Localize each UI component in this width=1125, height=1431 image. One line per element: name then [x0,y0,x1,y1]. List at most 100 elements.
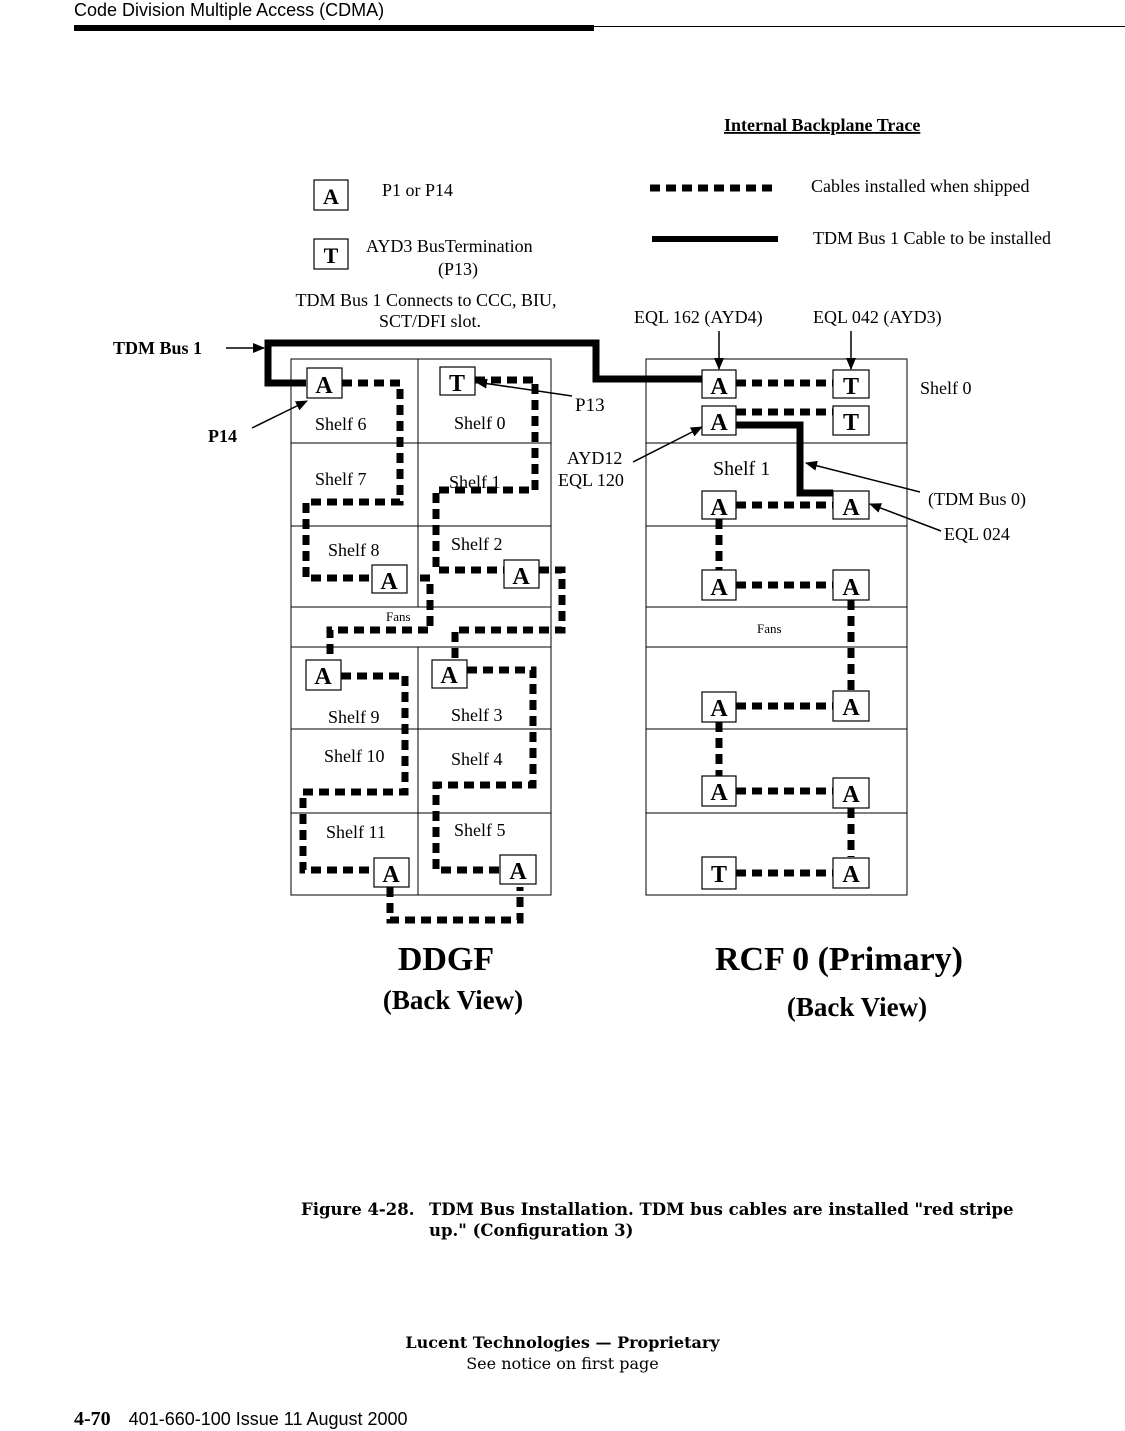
marker-a-box [701,369,737,399]
ddgf-subtitle: (Back View) [383,985,523,1015]
footer-notice: See notice on first page [466,1354,659,1373]
ayd12-label: AYD12 [567,448,622,468]
legend-solid-label: TDM Bus 1 Cable to be installed [813,228,1051,248]
marker-a: A [710,780,728,806]
legend-heading: Internal Backplane Trace [724,115,920,135]
rcf-shelf-1: Shelf 1 [713,458,770,480]
marker-a-box [832,690,870,722]
tdm-bus-0-label: (TDM Bus 0) [928,489,1026,510]
marker-a-box [701,691,737,723]
legend-t-label-1: AYD3 BusTermination [366,236,533,256]
legend-a-label: P1 or P14 [382,180,453,200]
marker-t-box [439,366,476,396]
legend-a-box [313,179,349,211]
ddgf-shelf-10: Shelf 10 [324,746,385,766]
ddgf-title: DDGF [398,941,494,978]
marker-a: A [842,575,860,601]
ddgf-shelf-5: Shelf 5 [454,820,506,840]
eql120-label: EQL 120 [558,470,624,490]
page-number: 4-70 [74,1408,111,1430]
p13-label: P13 [575,395,605,416]
marker-a-box [832,569,870,601]
marker-a: A [314,664,332,690]
marker-a: A [842,695,860,721]
marker-a-box [373,857,410,888]
ddgf-shelf-3: Shelf 3 [451,705,503,725]
ddgf-fans: Fans [386,609,411,624]
p13-arrow [475,378,573,397]
marker-a: A [509,859,527,885]
marker-t: T [843,374,859,400]
figure-caption-text: TDM Bus Installation. TDM bus cables are… [429,1200,1014,1240]
marker-a-box [701,775,737,807]
marker-a: A [380,569,398,595]
rcf-fans: Fans [757,621,782,636]
marker-t: T [843,410,859,436]
marker-a: A [440,663,458,689]
marker-t: T [449,371,465,397]
figure-number: Figure 4-28. [301,1200,415,1219]
marker-a: A [842,862,860,888]
tdm-bus-0-arrow [805,460,921,493]
ddgf-shelf-6: Shelf 6 [315,414,367,434]
legend-t-label-2: (P13) [438,259,478,280]
legend-t-box [313,238,349,270]
doc-id: 401-660-100 Issue 11 August 2000 [128,1409,408,1429]
marker-a-box [306,367,343,399]
eql024-label: EQL 024 [944,524,1010,544]
marker-a: A [710,495,728,521]
figure-caption: Figure 4-28. TDM Bus Installation. TDM bu… [301,1199,1061,1241]
marker-a: A [842,495,860,521]
marker-a: A [710,374,728,400]
marker-a-box [832,857,870,889]
marker-t-box [701,856,737,890]
marker-a: A [315,373,333,399]
rcf-subtitle: (Back View) [787,992,927,1022]
p14-arrow [251,400,308,429]
tdm-bus-1-label: TDM Bus 1 [113,338,202,358]
ddgf-shelf-2: Shelf 2 [451,534,503,554]
marker-a-box [371,564,408,594]
rcf-frame [645,358,908,896]
marker-a: A [710,410,728,436]
marker-a-box [701,490,737,520]
rcf-markers: A T A T A A A A A A A A T A [701,369,870,890]
rcf-title: RCF 0 (Primary) [715,941,963,978]
marker-a: A [710,696,728,722]
marker-a-box [701,405,737,436]
shipped-cable-traces [299,376,855,924]
marker-a-box [499,854,537,885]
legend-dotted-label: Cables installed when shipped [811,176,1029,196]
ddgf-shelf-9: Shelf 9 [328,707,380,727]
ddgf-shelf-11: Shelf 11 [326,822,386,842]
marker-a-box [832,490,870,520]
marker-t: T [711,862,727,888]
marker-a: A [512,564,530,590]
p14-label: P14 [208,426,237,446]
footer-proprietary: Lucent Technologies — Proprietary [405,1333,720,1352]
connects-note-2: SCT/DFI slot. [379,311,481,331]
marker-t-box [832,405,870,436]
marker-a: A [382,862,400,888]
running-header: Code Division Multiple Access (CDMA) [74,0,385,20]
ayd12-arrow [632,426,703,463]
marker-a: A [842,782,860,808]
ddgf-shelf-7: Shelf 7 [315,469,367,489]
header-rule-thin [594,26,1125,27]
tdm-bus-1-cable [264,339,833,497]
marker-a-box [305,659,342,691]
marker-a-box [701,569,737,601]
marker-t-box [832,369,870,399]
ddgf-frame [290,358,552,896]
marker-a-box [503,559,540,589]
eql024-arrow [869,503,942,532]
eql042-label: EQL 042 (AYD3) [813,307,942,328]
rcf-shelf0-label: Shelf 0 [920,378,972,398]
ddgf-shelf-0: Shelf 0 [454,413,506,433]
ddgf-shelf-4: Shelf 4 [451,749,503,769]
page-footer: 4-70 401-660-100 Issue 11 August 2000 [74,1408,408,1431]
marker-a-box [431,659,468,689]
header-rule-thick [74,25,594,31]
eql162-label: EQL 162 (AYD4) [634,307,763,328]
legend-a-letter: A [323,184,339,209]
